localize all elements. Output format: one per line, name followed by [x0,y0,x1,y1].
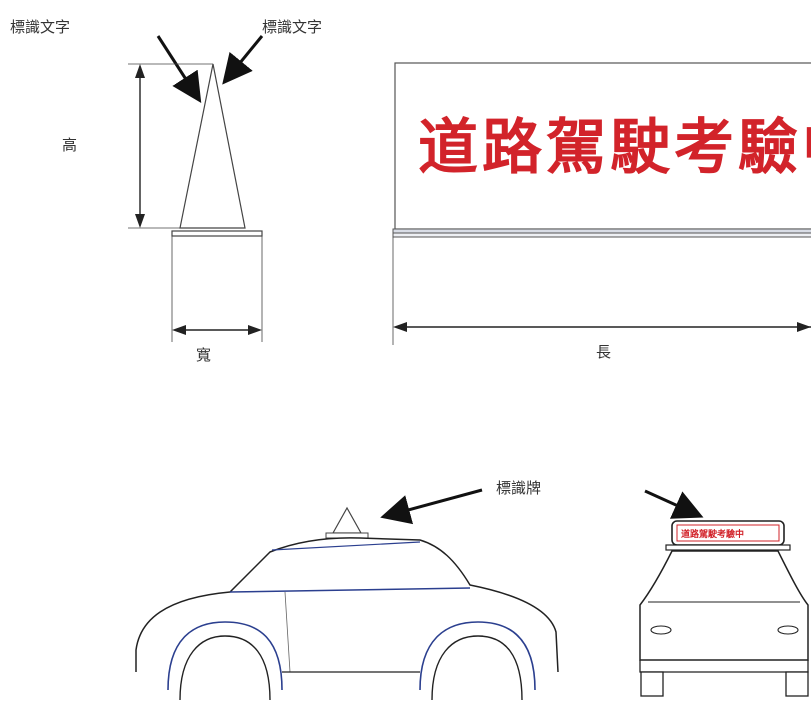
width-arrow-left [172,325,186,335]
sign-front-view: 道路駕駛考驗中 長 [392,62,811,361]
width-arrow-right [248,325,262,335]
marking-text-label-right: 標識文字 [262,18,322,36]
pointer-arrow-right [222,35,264,85]
marking-text-label-left: 標識文字 [10,18,70,36]
car-roof-sign [331,506,363,534]
car-front-wheel [179,635,271,701]
car-rear-wheel [431,635,523,701]
sign-board-text: 道路駕駛考驗中 [418,113,811,183]
sign-board-pointer-arrow [380,488,483,525]
height-arrow-top [135,64,145,78]
rear-mini-sign-base [665,544,791,551]
sign-board-face [394,62,811,230]
sign-base-plate [171,230,263,237]
rear-mini-sign-inner [676,524,780,542]
height-arrow-bottom [135,214,145,228]
length-arrow-right [797,322,811,332]
car-body-outline [135,537,559,673]
length-label: 長 [596,343,611,361]
sign-side-view: 標識文字 標識文字 高 寬 [10,18,322,364]
width-label: 寬 [196,346,211,364]
rear-wheel-right [785,671,809,697]
car-rear-wheel-arch [419,621,536,691]
rear-sign-pointer-arrow [644,489,704,519]
car-front-wheel-arch [167,621,283,691]
car-door-line [284,591,291,673]
car-roof-line [271,541,421,551]
sign-board-label: 標識牌 [496,479,541,497]
car-rear-view: 道路駕駛考驗中 [639,489,809,697]
length-arrow-left [393,322,407,332]
car-side-view: 標識牌 [135,479,559,701]
sign-base-rail-lower [392,232,811,238]
rear-wheel-left [640,671,664,697]
rear-mini-sign-text: 道路駕駛考驗中 [681,528,744,540]
height-label: 高 [62,136,77,154]
rear-tail-light-left [650,625,672,635]
rear-body-outline [639,550,809,661]
rear-tail-light-right [777,625,799,635]
car-window-line [229,587,471,593]
pointer-arrow-left [156,35,202,104]
rear-bumper [639,660,809,673]
sign-profile-triangle [179,63,246,229]
sign-base-rail-upper [392,228,811,234]
